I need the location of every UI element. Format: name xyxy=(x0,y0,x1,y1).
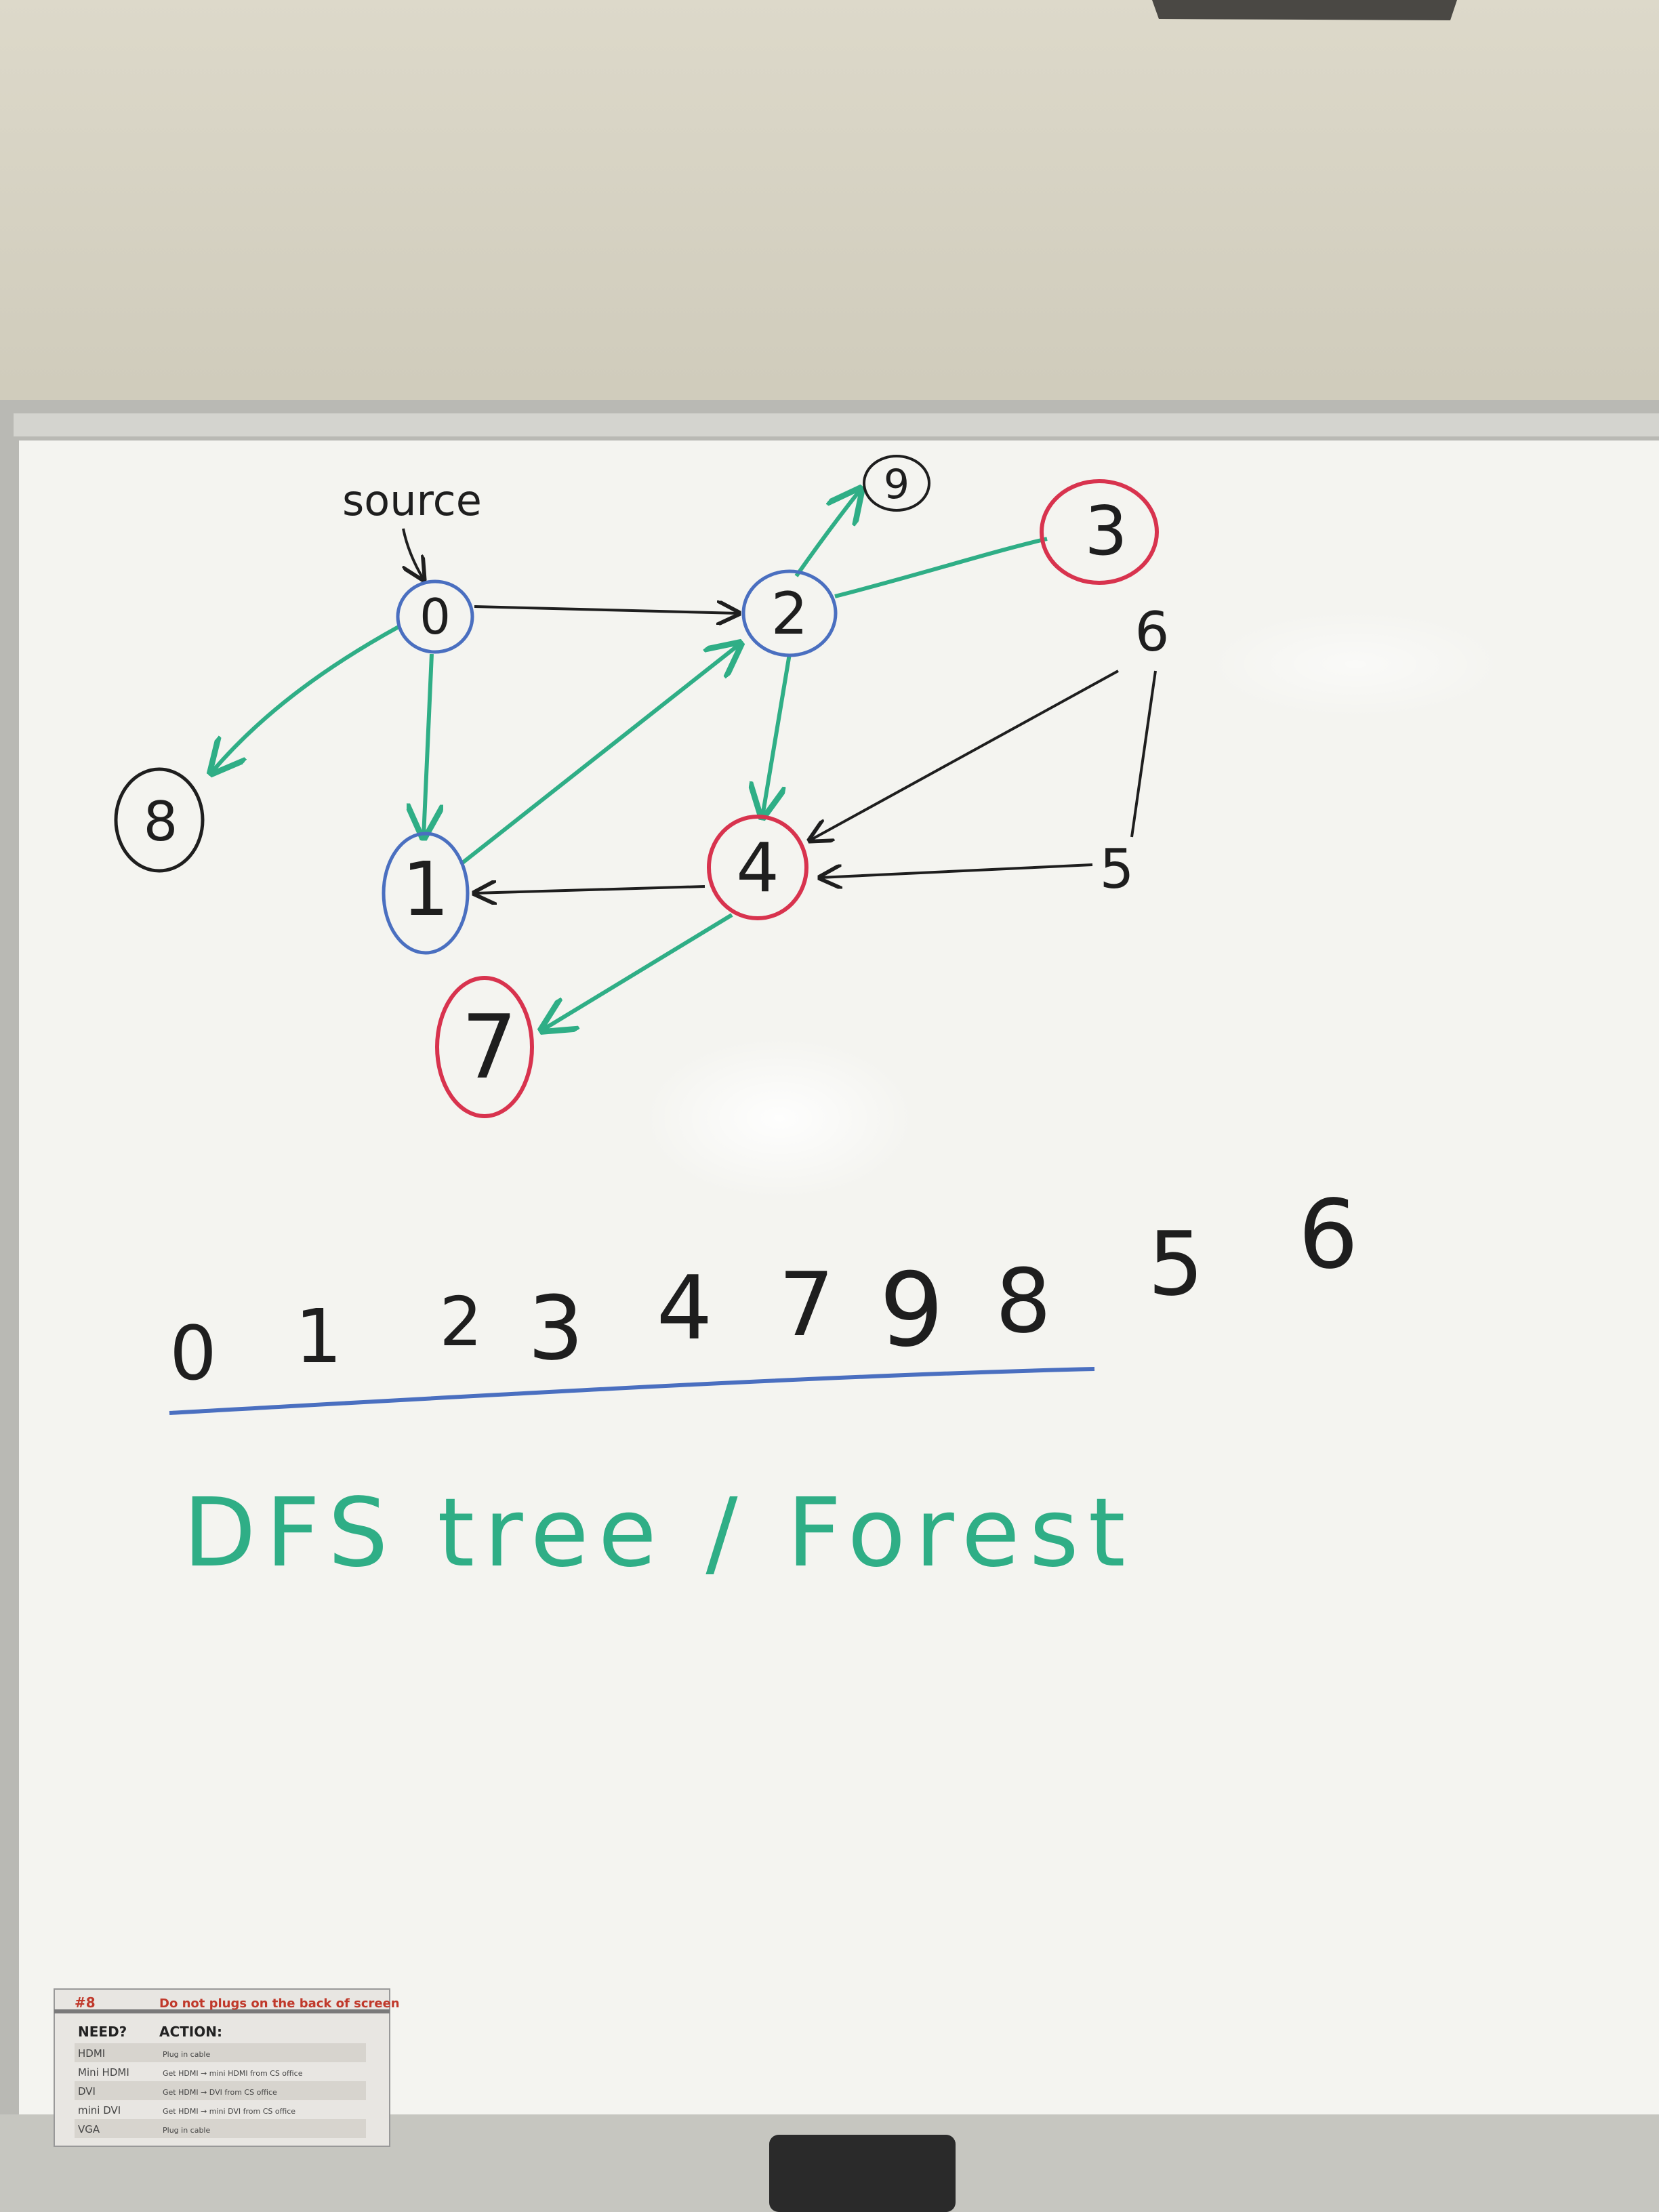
edge-0-1 xyxy=(424,653,432,837)
dfs-tree-forest-label: DFS tree / Forest xyxy=(183,1478,1135,1589)
order-item-1: 1 xyxy=(295,1293,342,1380)
node-2-label: 2 xyxy=(771,580,808,648)
board-surface xyxy=(19,441,1659,2121)
sign-action-header: ACTION: xyxy=(159,2024,222,2040)
light-glare xyxy=(644,1037,915,1200)
node-4-label: 4 xyxy=(736,828,779,907)
order-item-4: 4 xyxy=(657,1256,713,1359)
node-4: 4 xyxy=(707,815,808,920)
graph-edges xyxy=(211,489,1157,1030)
sign-row-need: VGA xyxy=(78,2123,100,2135)
edge-2-4 xyxy=(762,653,792,817)
node-9-label: 9 xyxy=(884,461,909,508)
edge-2-9 xyxy=(794,489,861,577)
order-item-9: 6 xyxy=(1298,1180,1358,1290)
sign-row-action: Plug in cable xyxy=(163,2050,210,2059)
order-item-8: 5 xyxy=(1148,1212,1204,1315)
order-underline xyxy=(169,1367,1095,1415)
sign-row-need: Mini HDMI xyxy=(78,2066,129,2078)
board-frame-top xyxy=(14,413,1659,436)
order-item-7: 8 xyxy=(996,1250,1052,1353)
sign-row-action: Plug in cable xyxy=(163,2126,210,2135)
hdmi-sign: #8 Do not plugs on the back of screen NE… xyxy=(54,1988,400,2147)
node-5: 5 xyxy=(1100,838,1134,901)
node-0-label: 0 xyxy=(419,588,451,645)
sign-row-action: Get HDMI → DVI from CS office xyxy=(163,2088,277,2097)
sign-title: Do not plugs on the back of screen xyxy=(159,1996,400,2011)
edge-5-4 xyxy=(820,863,1093,878)
wall xyxy=(0,0,1659,420)
wall-fixture xyxy=(1152,0,1457,20)
node-3: 3 xyxy=(1040,479,1159,585)
order-item-2: 2 xyxy=(439,1282,483,1361)
sign-number: #8 xyxy=(75,1994,96,2011)
node-5-label: 5 xyxy=(1100,838,1134,901)
node-6-label: 6 xyxy=(1135,600,1170,663)
edge-0-2 xyxy=(474,607,739,613)
edge-4-1 xyxy=(474,886,705,893)
node-9: 9 xyxy=(863,455,930,512)
order-item-6: 9 xyxy=(879,1252,943,1370)
edge-4-7 xyxy=(542,913,733,1030)
graph-nodes: 0 1 2 3 4 5 6 7 8 xyxy=(114,455,1170,1118)
order-item-0: 0 xyxy=(169,1310,217,1397)
sign-need-header: NEED? xyxy=(78,2024,127,2040)
order-item-5: 7 xyxy=(779,1253,835,1356)
node-7: 7 xyxy=(435,976,534,1118)
node-2: 2 xyxy=(741,569,838,657)
node-1-label: 1 xyxy=(402,846,449,933)
edge-0-8 xyxy=(211,625,400,773)
dfs-order: 0 1 2 3 4 7 9 8 5 6 xyxy=(169,1180,1359,1397)
edge-2-3 xyxy=(834,537,1048,598)
edge-1-2 xyxy=(459,644,740,866)
sign-rows: HDMI Plug in cable Mini HDMI Get HDMI → … xyxy=(75,2043,366,2138)
node-0: 0 xyxy=(396,579,474,654)
sign-row-need: mini DVI xyxy=(78,2104,121,2116)
eraser xyxy=(769,2135,956,2212)
sign-row-action: Get HDMI → mini HDMI from CS office xyxy=(163,2069,303,2078)
node-3-label: 3 xyxy=(1084,491,1128,571)
sign-row-need: HDMI xyxy=(78,2047,105,2060)
source-label: source xyxy=(342,476,482,525)
light-glare-2 xyxy=(1206,610,1504,718)
edge-6-5 xyxy=(1130,670,1157,838)
node-1: 1 xyxy=(382,832,470,955)
edge-6-4 xyxy=(810,670,1119,840)
node-7-label: 7 xyxy=(462,996,518,1099)
sign-row-need: DVI xyxy=(78,2085,96,2097)
order-item-3: 3 xyxy=(528,1277,584,1380)
sign-row-action: Get HDMI → mini DVI from CS office xyxy=(163,2107,295,2116)
source-arrow xyxy=(403,528,424,579)
node-8: 8 xyxy=(114,767,205,873)
node-6: 6 xyxy=(1135,600,1170,663)
node-8-label: 8 xyxy=(144,790,178,853)
